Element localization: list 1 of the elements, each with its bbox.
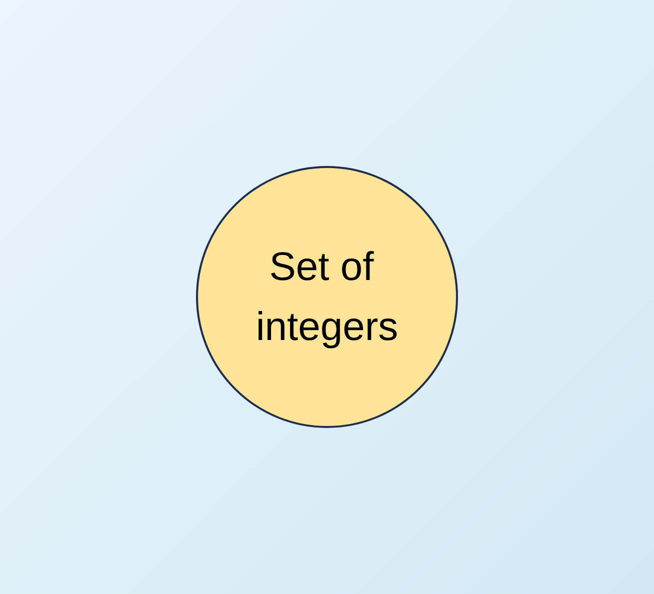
node-circle: Set of integers: [196, 166, 458, 428]
